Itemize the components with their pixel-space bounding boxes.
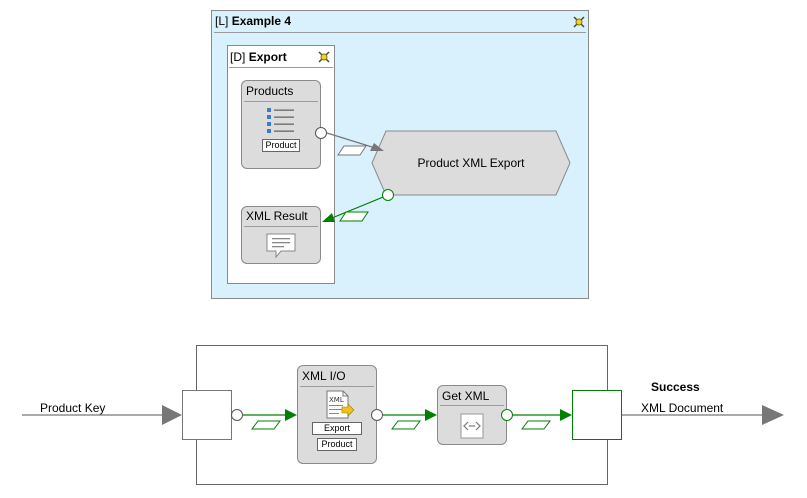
lane-pin-icon[interactable] <box>572 15 586 29</box>
lane-divider <box>214 32 586 33</box>
get-xml-node-title: Get XML <box>442 389 490 403</box>
product-xml-export-action[interactable] <box>370 130 572 196</box>
xml-io-type-tag: Product <box>317 438 357 451</box>
lane-title: [L] Example 4 <box>215 14 292 28</box>
products-node-title: Products <box>246 84 294 98</box>
product-xml-export-label: Product XML Export <box>417 156 525 170</box>
code-icon <box>460 413 484 439</box>
success-label: Success <box>651 380 700 394</box>
xml-result-node-title: XML Result <box>246 209 308 223</box>
xml-file-icon-text: XML <box>329 396 344 404</box>
xml-file-icon: XML <box>326 390 355 419</box>
list-icon <box>267 108 294 133</box>
dtype-title: [D] Export <box>230 50 287 64</box>
get-xml-node-divider <box>440 405 504 406</box>
dtype-pin-icon[interactable] <box>317 50 331 64</box>
xml-io-node-title: XML I/O <box>302 369 346 383</box>
products-node-divider <box>244 101 318 102</box>
message-icon <box>266 233 296 259</box>
dtype-divider <box>229 67 333 68</box>
input-label: Product Key <box>40 401 106 415</box>
products-type-tag: Product <box>262 139 300 152</box>
xml-io-op-tag: Export <box>312 422 362 435</box>
end-node[interactable] <box>572 390 622 440</box>
start-node[interactable] <box>182 390 232 440</box>
output-label: XML Document <box>641 401 724 415</box>
xml-io-node-divider <box>300 386 374 387</box>
xml-result-node-divider <box>244 226 318 227</box>
